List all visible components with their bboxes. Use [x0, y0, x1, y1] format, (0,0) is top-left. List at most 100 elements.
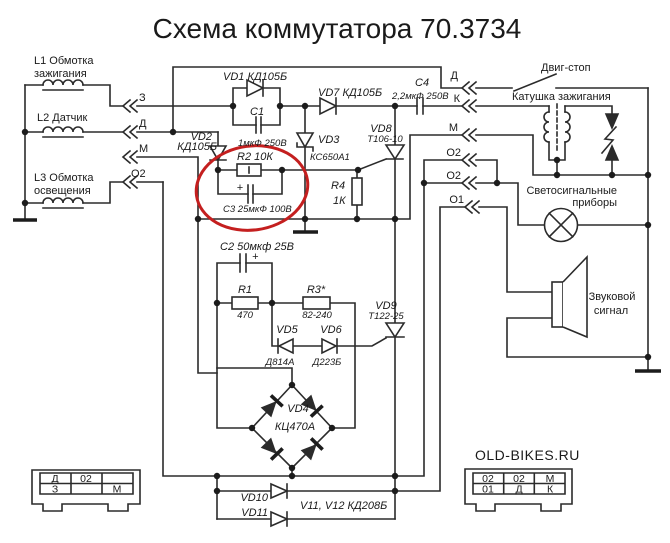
pin-label-m: М — [139, 143, 148, 155]
table-right-cell-r1c2: 02 — [513, 473, 525, 485]
label-l2: L2 Датчик — [37, 112, 88, 124]
spark-gap-icon — [604, 113, 620, 161]
label-c3-plus: + — [237, 182, 244, 194]
winding-l3-icon — [42, 197, 84, 209]
table-left-cell-r1c2: 02 — [80, 473, 92, 485]
pin-label-d: Д — [139, 118, 147, 130]
label-l1-line1: L1 Обмотка — [34, 55, 94, 67]
label-vd4-type: КЦ470А — [275, 421, 315, 433]
label-vd9-type: Т122-25 — [368, 311, 404, 322]
label-vd6: VD6 — [320, 324, 342, 336]
table-right-cell-r1c3: М — [546, 473, 555, 485]
label-l1-line2: зажигания — [34, 68, 87, 80]
pin-label-m2: М — [449, 122, 458, 134]
pin-label-k: К — [454, 93, 461, 105]
pin-d2-icon — [460, 80, 478, 96]
pin-label-z: З — [139, 92, 146, 104]
label-r4-value: 1К — [333, 195, 346, 207]
label-vd5-type: Д814А — [265, 357, 295, 368]
label-vd5: VD5 — [276, 324, 298, 336]
pin-o2-icon — [121, 174, 139, 190]
label-horn-line2: сигнал — [594, 305, 628, 317]
label-vd6-type: Д223Б — [312, 357, 342, 368]
pin-z-icon — [121, 98, 139, 114]
resistor-r3-icon — [302, 296, 331, 310]
zener-vd3-icon — [295, 132, 315, 152]
pin-o2b-icon — [460, 175, 478, 191]
label-vd8-type: Т106-10 — [367, 134, 403, 145]
thyristor-vd9-icon — [384, 322, 406, 339]
label-c1-value: 1мкФ 250В — [238, 138, 287, 149]
cap-c4-icon — [416, 97, 424, 115]
cap-c3-icon — [247, 184, 254, 204]
label-l3-line1: L3 Обмотка — [34, 172, 94, 184]
cap-c1-icon — [255, 116, 262, 134]
table-right-cell-r2c1: 01 — [482, 484, 494, 496]
connector-table-right: 02 02 М 01 Д К — [464, 468, 573, 512]
label-r1-value: 470 — [237, 310, 254, 321]
pin-label-d2: Д — [451, 70, 459, 82]
pin-k-icon — [460, 98, 478, 114]
label-c4-value: 2,2мкФ 250В — [391, 91, 449, 102]
table-left-cell-r1c1: Д — [51, 473, 58, 485]
diode-vd1-icon — [246, 78, 265, 98]
bridge-diode-bl-icon — [260, 437, 284, 461]
label-r4: R4 — [331, 180, 345, 192]
table-right-cell-r2c2: Д — [515, 484, 522, 496]
diode-vd11-icon — [270, 510, 289, 528]
zener-vd5-icon — [277, 337, 294, 355]
resistor-r4-icon — [351, 177, 363, 206]
page-title: Схема коммутатора 70.3734 — [153, 13, 522, 44]
label-vd3-type: КС650А1 — [310, 152, 350, 163]
label-horn-line1: Звуковой — [589, 291, 636, 303]
label-lights-line2: приборы — [572, 197, 617, 209]
label-c3: C3 25мкФ 100В — [223, 204, 292, 215]
label-c1: C1 — [250, 106, 264, 118]
pin-label-o1: О1 — [449, 194, 464, 206]
label-r1: R1 — [238, 284, 252, 296]
lamp-icon — [543, 207, 579, 243]
speaker-icon — [551, 255, 588, 339]
label-vd1: VD1 КД105Б — [223, 71, 287, 83]
diode-vd6-icon — [321, 337, 338, 355]
pin-d-icon — [121, 124, 139, 140]
label-c2: C2 50мкф 25В — [220, 241, 294, 253]
junction-dots — [21, 102, 652, 495]
watermark: OLD-BIKES.RU — [475, 447, 580, 463]
pin-m-icon — [121, 149, 139, 165]
label-c2-plus: + — [252, 251, 259, 263]
resistor-r1-icon — [231, 296, 259, 310]
table-left-cell-r2c1: З — [52, 484, 58, 496]
label-c4: C4 — [415, 77, 429, 89]
symbols — [21, 78, 652, 528]
labels: Схема коммутатора 70.3734 L1 Обмотка заж… — [34, 13, 635, 519]
label-v11-v12: V11, V12 КД208Б — [300, 500, 387, 512]
bridge-diode-tl-icon — [260, 394, 284, 418]
pin-m2-icon — [460, 127, 478, 143]
label-vd11: VD11 — [241, 507, 268, 519]
label-vd9: VD9 — [375, 300, 396, 312]
label-vd7: VD7 КД105Б — [318, 87, 382, 99]
table-left-cell-r2c3: М — [113, 484, 122, 496]
highlight-ellipse — [194, 144, 310, 232]
pin-o1-icon — [463, 199, 481, 215]
label-vd2-type: КД105Б — [177, 141, 217, 153]
label-vd3: VD3 — [318, 134, 340, 146]
table-right-cell-r1c1: 02 — [482, 473, 494, 485]
label-ignition-coil: Катушка зажигания — [512, 91, 611, 103]
bridge-diode-tr-icon — [300, 394, 324, 418]
table-right-cell-r2c3: К — [547, 484, 554, 496]
label-r3: R3* — [307, 284, 326, 296]
label-r3-value: 82-240 — [302, 310, 332, 321]
connector-table-left: Д 02 З М — [31, 469, 141, 512]
resistor-r2-icon — [236, 163, 262, 177]
label-vd10: VD10 — [240, 492, 268, 504]
pin-label-o2: О2 — [131, 168, 146, 180]
bridge-diode-br-icon — [300, 437, 324, 461]
pin-label-o2a: О2 — [446, 147, 461, 159]
winding-l2-icon — [42, 126, 84, 138]
label-lights-line1: Светосигнальные — [526, 185, 617, 197]
pin-label-o2b: О2 — [446, 170, 461, 182]
diode-vd10-icon — [270, 482, 289, 500]
